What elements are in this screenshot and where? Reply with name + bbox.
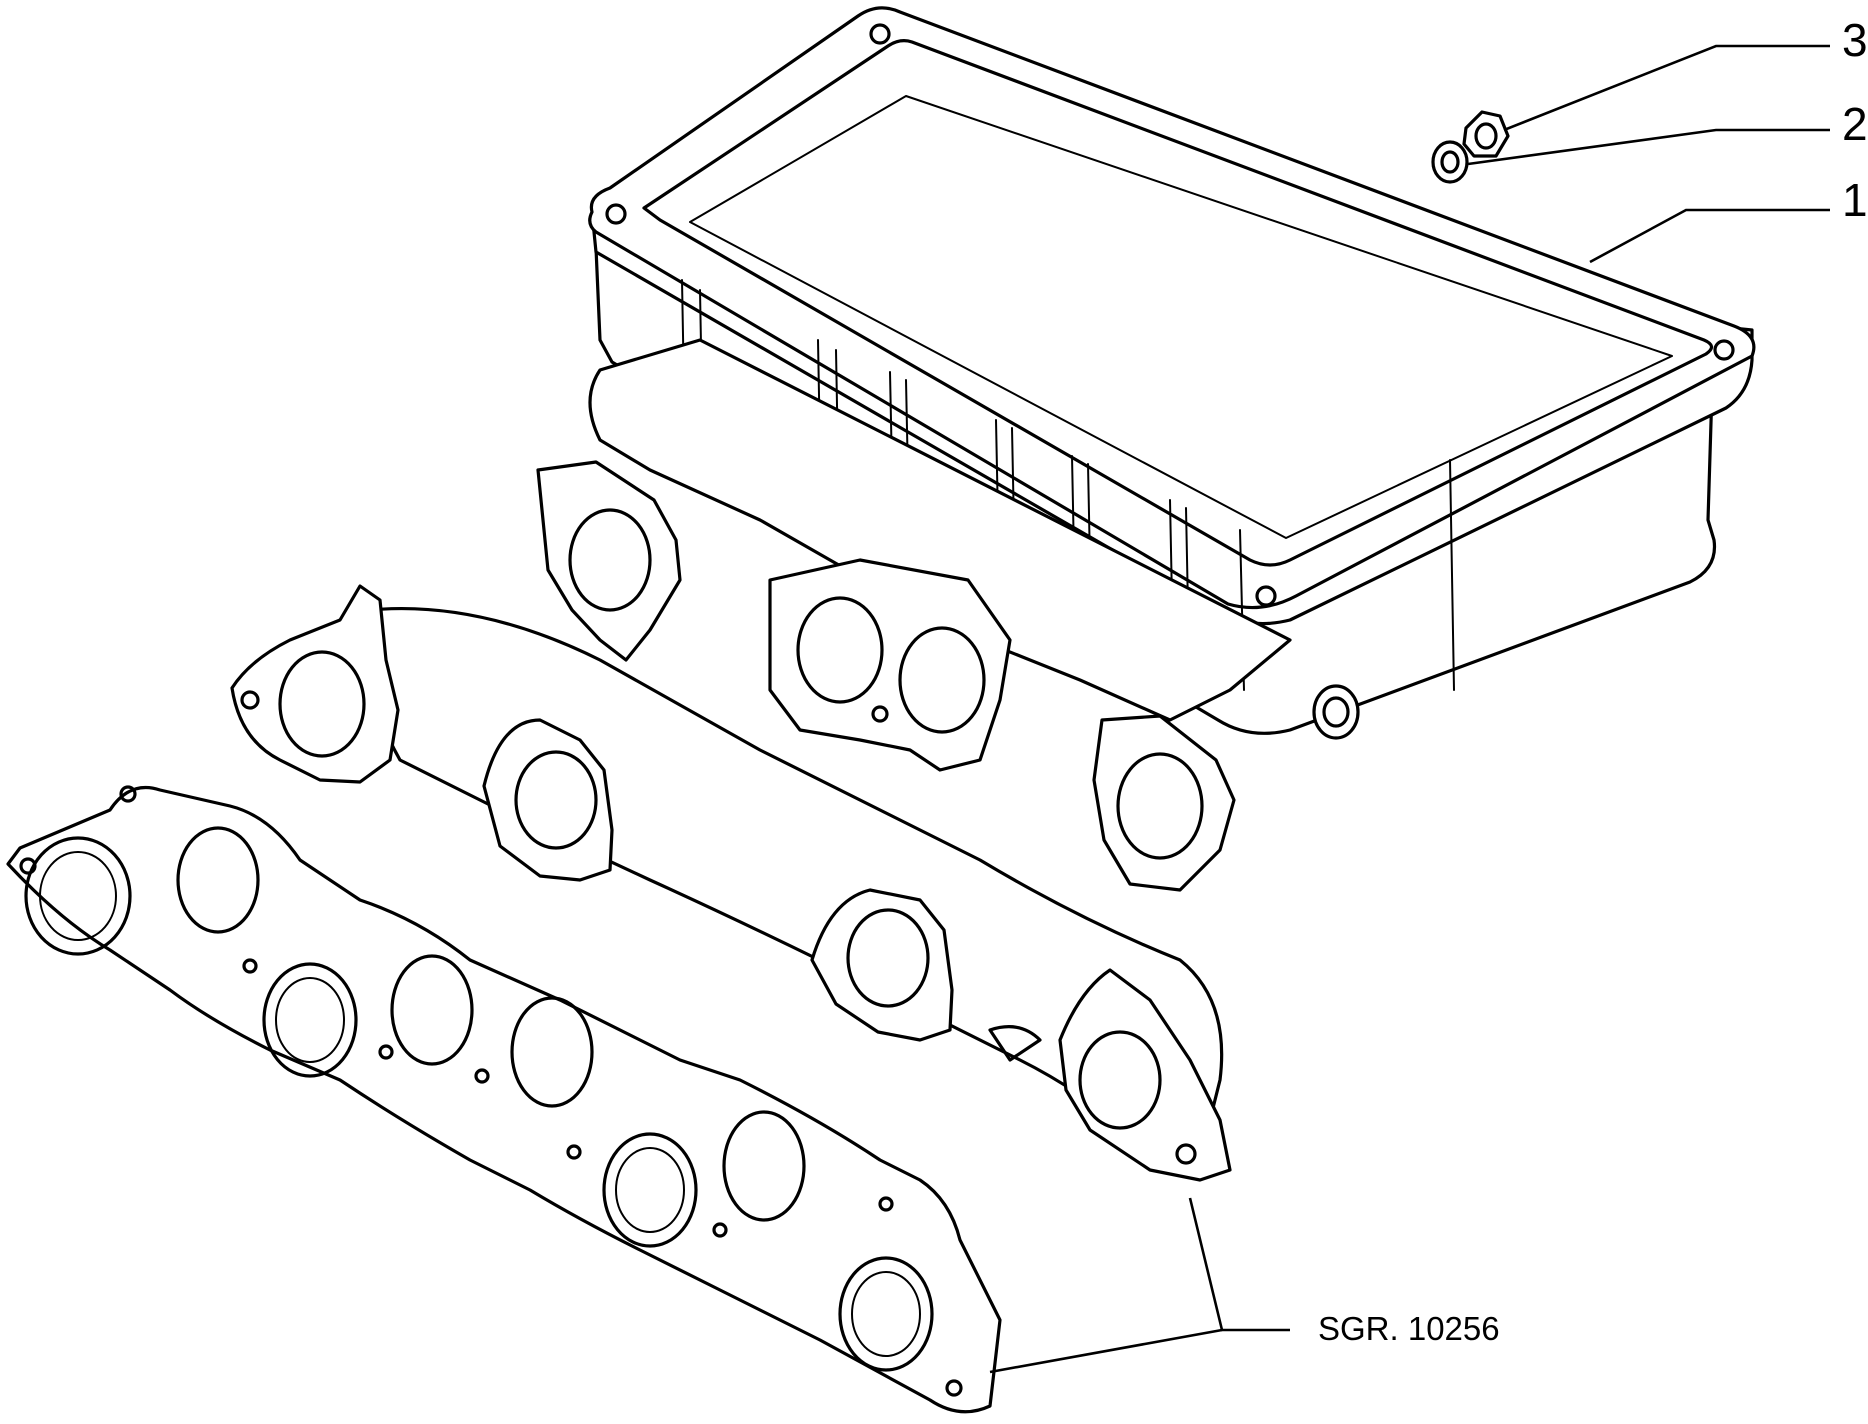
exhaust-flange-1	[230, 584, 400, 784]
intake-flange-3	[1092, 714, 1236, 892]
pipe-stub	[1312, 684, 1360, 740]
intake-flange-1	[536, 460, 682, 662]
gasket-port	[176, 826, 260, 934]
leader-line-reference-2	[989, 1328, 1223, 1374]
exhaust-manifold-part	[230, 584, 1232, 1182]
intake-runner	[588, 338, 1292, 722]
leader-line-3	[1503, 44, 1830, 132]
corner-stud	[1255, 585, 1277, 607]
corner-stud	[1713, 339, 1735, 361]
reference-code: SGR. 10256	[1318, 1310, 1500, 1347]
corner-stud	[869, 23, 891, 45]
gasket-port	[510, 996, 594, 1108]
callout-1: 1	[1842, 174, 1868, 226]
gasket-port	[24, 836, 132, 956]
gasket-outline	[6, 785, 1002, 1414]
intake-manifold-part	[536, 6, 1756, 892]
gasket-port	[838, 1256, 934, 1372]
gasket-port	[602, 1132, 698, 1248]
gasket-bolt-holes	[19, 785, 963, 1397]
nut-part	[1462, 110, 1510, 158]
exhaust-outlet-flange	[1058, 968, 1232, 1182]
manifold-gasket-part	[6, 785, 1002, 1414]
intake-flange-2	[768, 558, 1012, 772]
leader-line-reference	[1188, 1197, 1290, 1332]
gasket-port	[390, 954, 474, 1066]
leader-line-1	[1589, 208, 1830, 264]
manifold-opening	[642, 39, 1714, 567]
leader-line-2	[1467, 128, 1830, 166]
manifold-rim-top	[588, 6, 1756, 610]
gasket-port	[722, 1110, 806, 1222]
gasket-port	[262, 962, 358, 1078]
washer-part	[1431, 140, 1469, 184]
callout-2: 2	[1842, 98, 1868, 150]
callout-3: 3	[1842, 14, 1868, 66]
corner-stud	[605, 203, 627, 225]
manifold-floor	[689, 95, 1673, 539]
